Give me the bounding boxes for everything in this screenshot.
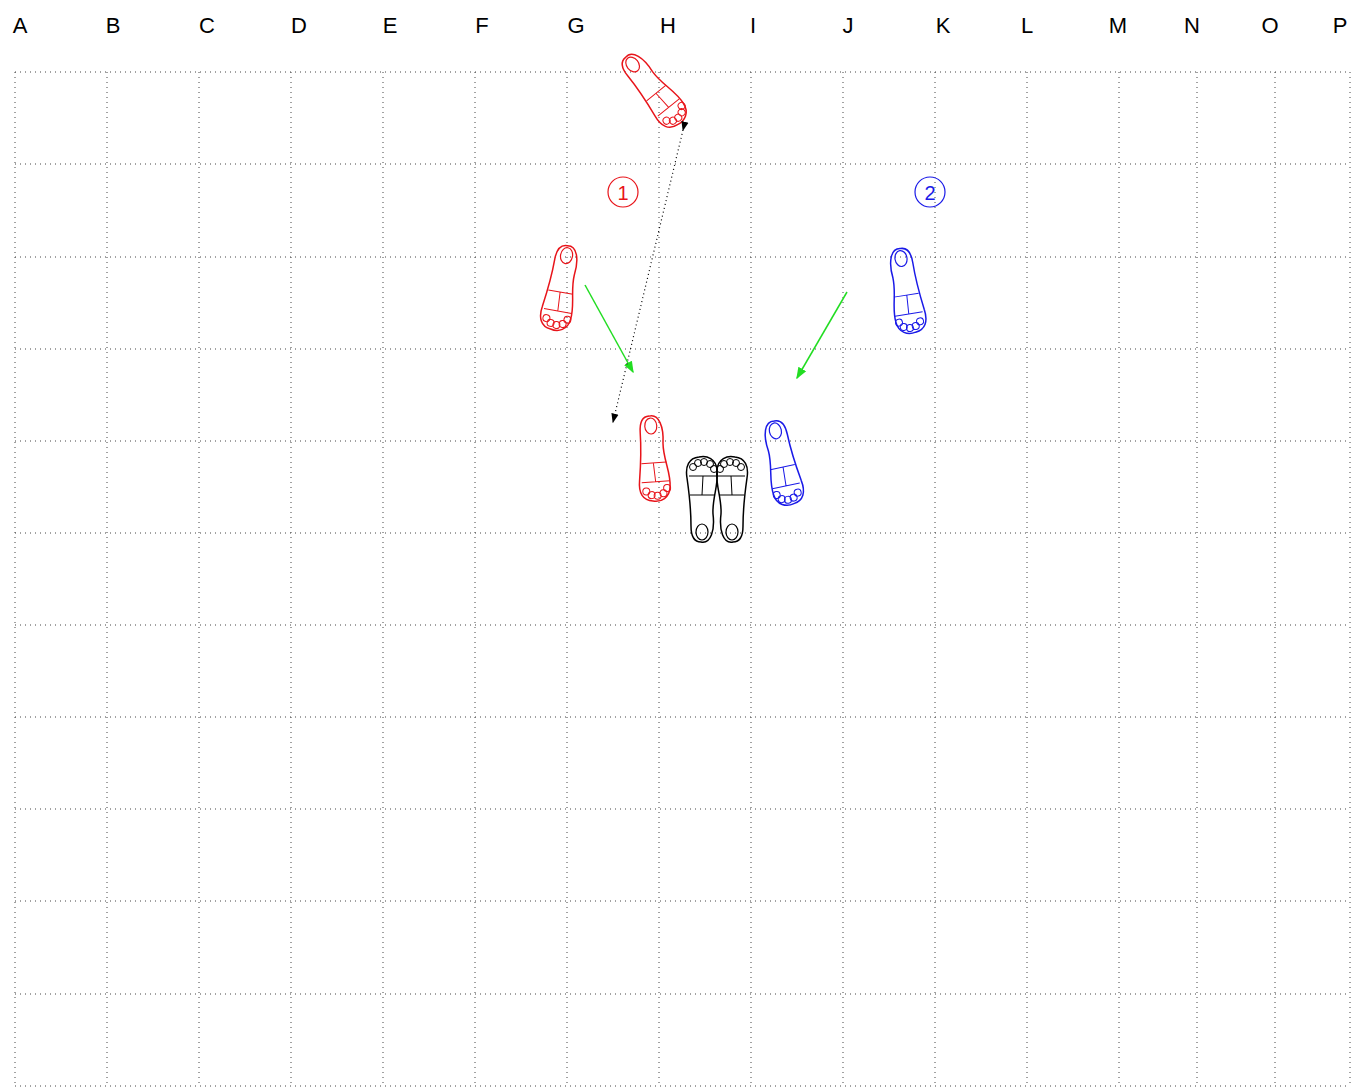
grid-line — [15, 349, 1350, 350]
red-foot — [538, 47, 692, 503]
grid-line — [199, 72, 200, 1086]
grid-line — [15, 901, 1350, 902]
callout-number: 1 — [617, 183, 628, 203]
grid-line — [15, 257, 1350, 258]
grid-line — [1275, 72, 1276, 1086]
grid-line — [751, 72, 752, 1086]
blue-foot — [758, 246, 928, 508]
column-letter: F — [475, 15, 488, 37]
grid-line — [15, 717, 1350, 718]
grid-line — [567, 72, 568, 1086]
callout-circle — [608, 177, 638, 207]
grid-line — [15, 994, 1350, 995]
column-letter: C — [199, 15, 215, 37]
grid-line — [1027, 72, 1028, 1086]
grid-line — [843, 72, 844, 1086]
swing-arrow — [613, 130, 683, 422]
column-letter: M — [1109, 15, 1127, 37]
grid-line — [15, 72, 1350, 73]
move-arrow — [797, 292, 847, 378]
grid-line — [475, 72, 476, 1086]
grid-line — [15, 164, 1350, 165]
column-letter: E — [383, 15, 398, 37]
grid-line — [1119, 72, 1120, 1086]
grid-line — [291, 72, 292, 1086]
column-letter: I — [750, 15, 756, 37]
column-letter: J — [843, 15, 854, 37]
move-arrow — [585, 285, 633, 372]
grid — [15, 72, 1350, 1086]
grid-line — [15, 625, 1350, 626]
column-letter: D — [291, 15, 307, 37]
callout-circle — [915, 177, 945, 207]
column-letter: L — [1021, 15, 1033, 37]
grid-line — [659, 72, 660, 1086]
grid-line — [15, 1086, 1350, 1087]
grid-line — [1197, 72, 1198, 1086]
grid-line — [1350, 72, 1351, 1086]
callout-number: 2 — [924, 183, 935, 203]
column-letter: G — [567, 15, 584, 37]
column-letter: O — [1261, 15, 1278, 37]
grid-line — [15, 533, 1350, 534]
black-feet — [687, 457, 748, 543]
grid-line — [107, 72, 108, 1086]
column-letter: H — [660, 15, 676, 37]
grid-line — [15, 72, 16, 1086]
column-letter: K — [936, 15, 951, 37]
grid-line — [383, 72, 384, 1086]
column-letter: P — [1333, 15, 1348, 37]
column-letter: N — [1184, 15, 1200, 37]
grid-line — [15, 441, 1350, 442]
grid-line — [935, 72, 936, 1086]
column-letter: A — [13, 15, 28, 37]
column-letter: B — [106, 15, 121, 37]
grid-line — [15, 809, 1350, 810]
